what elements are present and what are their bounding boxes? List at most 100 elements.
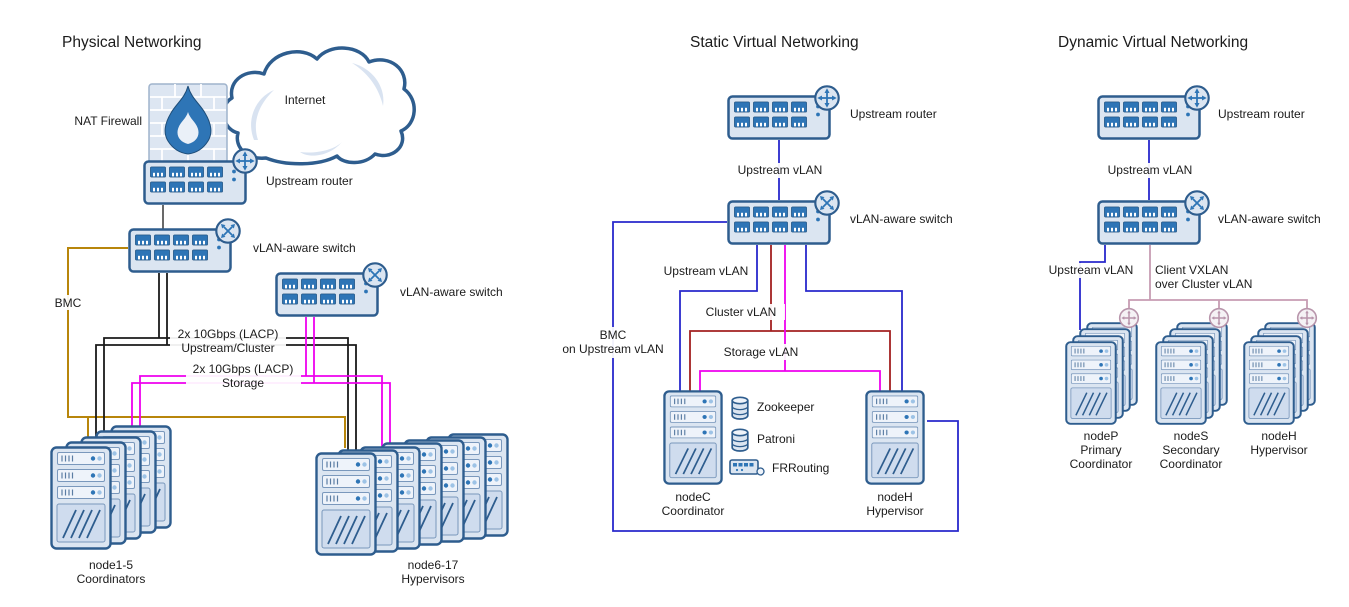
switch-chassis: [1099, 202, 1200, 244]
vxlan-router-icon: [1208, 307, 1230, 329]
switch-chassis: [1099, 97, 1200, 139]
upstream-router-label: Upstream router: [266, 174, 353, 188]
zookeeper-label: Zookeeper: [757, 400, 814, 414]
bmc-upstream-vlan-line: [612, 221, 959, 532]
switch-chassis: [729, 202, 830, 244]
nodeh-label-line2: Hypervisor: [866, 504, 923, 518]
coordinator-server-stack: node1-5 Coordinators: [52, 427, 171, 586]
database-icon-zookeeper: [731, 396, 749, 420]
nodec-label-line1: nodeC: [675, 490, 711, 504]
vlan-switch-a-device: vLAN-aware switch: [130, 218, 356, 272]
cluster-vlan-label-group: Cluster vLAN: [697, 304, 785, 320]
hypervisors-label-line1: node6-17: [408, 558, 459, 572]
switch-chassis: [145, 162, 246, 204]
vlan-switch-icon: [1184, 190, 1210, 216]
client-vxlan-lines: [1128, 245, 1308, 309]
lacp-storage-label-group: 2x 10Gbps (LACP) Storage: [186, 361, 301, 392]
upstream-vlan-label: Upstream vLAN: [664, 264, 749, 278]
nat-firewall-label: NAT Firewall: [74, 114, 142, 128]
frrouting-label: FRRouting: [772, 461, 829, 475]
nodeh-label-line1: nodeH: [877, 490, 912, 504]
vxlan-router-icon: [1118, 307, 1140, 329]
lacp-upstream-label-line2: Upstream/Cluster: [181, 341, 274, 355]
flame-icon: [164, 85, 212, 155]
vlan-switch-label: vLAN-aware switch: [850, 212, 953, 226]
upstream-vlan-link-label-group: Upstream vLAN: [734, 163, 826, 178]
upstream-vlan-label-group: Upstream vLAN: [1046, 263, 1138, 278]
nodec-services: Zookeeper Patroni FRRouting: [729, 396, 829, 476]
upstream-router-device: Upstream router: [145, 148, 353, 204]
vlan-switch-device: vLAN-aware switch: [729, 190, 953, 244]
vlan-switch-icon: [215, 218, 241, 244]
upstream-router-device: Upstream router: [729, 85, 937, 138]
upstream-router-label: Upstream router: [850, 107, 937, 121]
nodeh-server: nodeH Hypervisor: [866, 391, 923, 518]
nodep-label-line2: Primary: [1080, 443, 1121, 457]
nodec-server: nodeC Coordinator: [662, 391, 724, 518]
bmc-label: BMC: [55, 296, 82, 310]
server: [52, 448, 111, 549]
frrouting-icon: [729, 459, 765, 476]
nodeh-server-stack: nodeH Hypervisor: [1244, 323, 1314, 457]
nat-firewall: NAT Firewall: [74, 83, 228, 164]
lacp-storage-label-line2: Storage: [222, 376, 264, 390]
section-title-physical: Physical Networking: [62, 34, 202, 51]
coordinators-label-line1: node1-5: [89, 558, 133, 572]
nodep-server-stack: nodeP Primary Coordinator: [1066, 323, 1136, 471]
section-static-virtual-networking: Static Virtual Networking Upstream route…: [558, 34, 959, 532]
lacp-upstream-label-group: 2x 10Gbps (LACP) Upstream/Cluster: [170, 326, 286, 357]
bmc-label-line1: BMC: [600, 328, 627, 342]
internet-cloud-icon: Internet: [221, 46, 416, 166]
upstream-vlan-label-group: Upstream vLAN: [659, 263, 754, 279]
router-icon: [1184, 85, 1210, 111]
vlan-switch-icon: [814, 190, 840, 216]
upstream-router-device: Upstream router: [1099, 85, 1305, 139]
section-dynamic-virtual-networking: Dynamic Virtual Networking Upstream rout…: [1046, 34, 1321, 471]
upstream-vlan-label: Upstream vLAN: [1049, 263, 1134, 277]
hypervisor-server-stack: node6-17 Hypervisors: [317, 435, 508, 586]
nodes-label-line3: Coordinator: [1160, 457, 1223, 471]
storage-vlan-label-group: Storage vLAN: [715, 344, 807, 360]
server: [1066, 342, 1115, 424]
client-vxlan-label-group: Client VXLAN over Cluster vLAN: [1152, 263, 1256, 291]
upstream-vlan-lines: [612, 140, 959, 532]
cluster-vlan-label: Cluster vLAN: [706, 305, 777, 319]
client-vxlan-label-line2: over Cluster vLAN: [1155, 277, 1252, 291]
upstream-vlan-link-label: Upstream vLAN: [738, 163, 823, 177]
vlan-switch-b-label: vLAN-aware switch: [400, 285, 503, 299]
vlan-switch-label: vLAN-aware switch: [1218, 212, 1321, 226]
vlan-switch-icon: [362, 262, 388, 288]
vlan-switch-device: vLAN-aware switch: [1099, 190, 1321, 244]
nodes-label-line2: Secondary: [1162, 443, 1219, 457]
client-vxlan-label-line1: Client VXLAN: [1155, 263, 1228, 277]
lacp-storage-label-line1: 2x 10Gbps (LACP): [193, 362, 294, 376]
vlan-switch-a-label: vLAN-aware switch: [253, 241, 356, 255]
server: [866, 391, 923, 483]
nodep-label-line1: nodeP: [1084, 429, 1119, 443]
router-icon: [814, 85, 840, 111]
nodeh-label-line2: Hypervisor: [1250, 443, 1307, 457]
upstream-vlan-link-label-group: Upstream vLAN: [1104, 163, 1196, 178]
server: [664, 391, 721, 483]
lacp-upstream-label-line1: 2x 10Gbps (LACP): [178, 327, 279, 341]
upstream-router-label: Upstream router: [1218, 107, 1305, 121]
vlan-switch-b-device: vLAN-aware switch: [277, 262, 503, 316]
coordinators-label-line2: Coordinators: [77, 572, 146, 586]
server: [1244, 342, 1293, 424]
server: [1156, 342, 1205, 424]
bmc-upstream-vlan-label-group: BMC on Upstream vLAN: [558, 327, 668, 358]
bmc-label-group: BMC: [52, 295, 84, 310]
internet-label: Internet: [285, 93, 326, 107]
nodes-label-line1: nodeS: [1174, 429, 1209, 443]
router-icon: [232, 148, 258, 174]
section-physical-networking: Physical Networking Internet: [52, 34, 508, 586]
switch-chassis: [277, 274, 378, 316]
switch-chassis: [130, 230, 231, 272]
section-title-static-virtual: Static Virtual Networking: [690, 34, 859, 51]
patroni-label: Patroni: [757, 432, 795, 446]
nodes-server-stack: nodeS Secondary Coordinator: [1156, 323, 1226, 471]
nodeh-label-line1: nodeH: [1261, 429, 1296, 443]
database-icon-patroni: [731, 428, 749, 452]
